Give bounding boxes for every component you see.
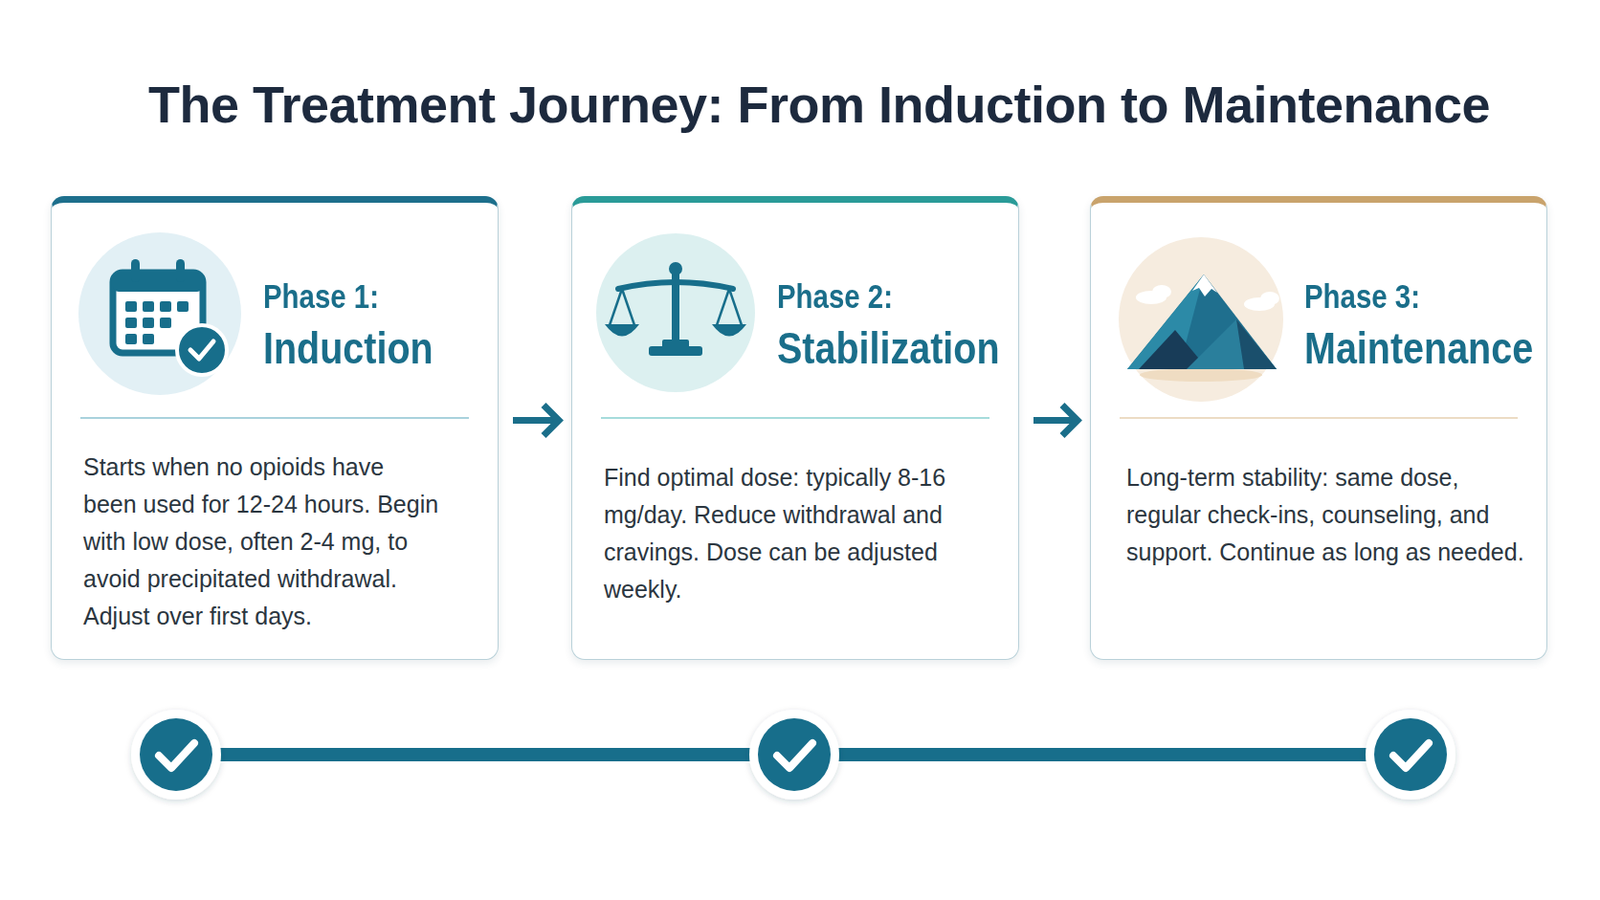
divider-line (1119, 417, 1518, 420)
timeline-check-part (749, 710, 840, 800)
timeline-check-part (757, 718, 831, 792)
mountain-icon-part (1186, 319, 1277, 370)
timeline-check-part (1374, 718, 1447, 792)
calendar-icon-part (176, 259, 185, 283)
calendar-icon-part (190, 341, 214, 359)
timeline-check-part (777, 743, 813, 769)
calendar-icon-part (159, 301, 172, 312)
phase-number: Phase 1: (263, 277, 379, 316)
phase-card: Phase 1: InductionStarts when no opioids … (50, 196, 499, 661)
calendar-icon-part (125, 301, 137, 312)
timeline-check-part (158, 743, 195, 769)
scale-icon-part (609, 288, 623, 326)
calendar-icon (112, 259, 227, 376)
scale-icon (604, 262, 747, 356)
calendar-icon-part (125, 333, 137, 345)
phase-title: Maintenance (1304, 321, 1534, 375)
connector-arrow (512, 405, 559, 437)
calendar-icon-part (177, 301, 189, 312)
connector-arrow (1033, 405, 1078, 437)
timeline-check-part (131, 710, 222, 800)
phase-description: Find optimal dose: typically 8-16 mg/day… (603, 459, 966, 609)
scale-icon-part (622, 288, 635, 326)
scale-icon-part (668, 262, 683, 276)
scale-icon-part (729, 288, 742, 326)
phase-number: Phase 3: (1304, 277, 1421, 316)
calendar-icon-part (112, 272, 203, 292)
diagram-title: The Treatment Journey: From Induction to… (19, 74, 1600, 134)
timeline-track (176, 755, 1411, 756)
phase-title: Induction (263, 321, 434, 375)
timeline-check (131, 710, 222, 800)
mountain-icon-part (1138, 330, 1208, 370)
scale-icon-part (618, 282, 734, 289)
scale-icon-part (671, 272, 680, 346)
scale-icon-part (662, 339, 689, 349)
arrow-head (543, 405, 559, 437)
icon-circle (78, 232, 242, 396)
calendar-icon-part (142, 333, 155, 345)
phase-number: Phase 2: (777, 277, 893, 316)
timeline-check (1365, 710, 1456, 800)
mountain-icon (1127, 274, 1280, 382)
timeline-check (749, 710, 840, 800)
mountain-icon-part (1260, 291, 1280, 306)
mountain-icon-part (1192, 274, 1218, 297)
scale-icon-part (648, 346, 703, 356)
calendar-icon-part (125, 317, 137, 329)
divider-line (600, 417, 990, 420)
mountain-icon-part (1135, 290, 1167, 305)
phase-description: Starts when no opioids have been used fo… (83, 448, 440, 636)
timeline-check-part (139, 718, 213, 792)
mountain-icon-part (1244, 297, 1275, 312)
connector-line (512, 417, 556, 424)
scale-icon-part (716, 288, 730, 326)
timeline-check-part (1393, 743, 1429, 769)
calendar-icon-part (112, 272, 203, 354)
calendar-icon-part (142, 301, 155, 312)
mountain-icon-part (1152, 285, 1172, 299)
divider-line (80, 417, 469, 420)
timeline-track-part (176, 748, 1411, 762)
icon-circle (596, 233, 756, 393)
phase-card: Phase 2: StabilizationFind optimal dose: … (571, 196, 1020, 661)
icon-circle (1118, 237, 1284, 402)
phase-description: Long-term stability: same dose, regular … (1126, 459, 1529, 572)
connector-line (1033, 417, 1075, 424)
calendar-icon-part (131, 259, 140, 283)
scale-icon-part (604, 324, 640, 337)
scale-icon-part (711, 324, 747, 337)
timeline-check-part (1365, 710, 1456, 800)
calendar-icon-part (159, 317, 172, 329)
mountain-icon-part (1236, 319, 1277, 370)
phase-card: Phase 3: MaintenanceLong-term stability: … (1089, 196, 1548, 661)
mountain-icon-part (1127, 274, 1204, 370)
mountain-icon-part (1127, 274, 1277, 370)
calendar-icon-part (177, 325, 227, 376)
arrow-head (1062, 405, 1078, 437)
phase-title: Stabilization (777, 321, 1000, 375)
calendar-icon-part (142, 317, 155, 329)
mountain-icon-part (1139, 368, 1263, 382)
